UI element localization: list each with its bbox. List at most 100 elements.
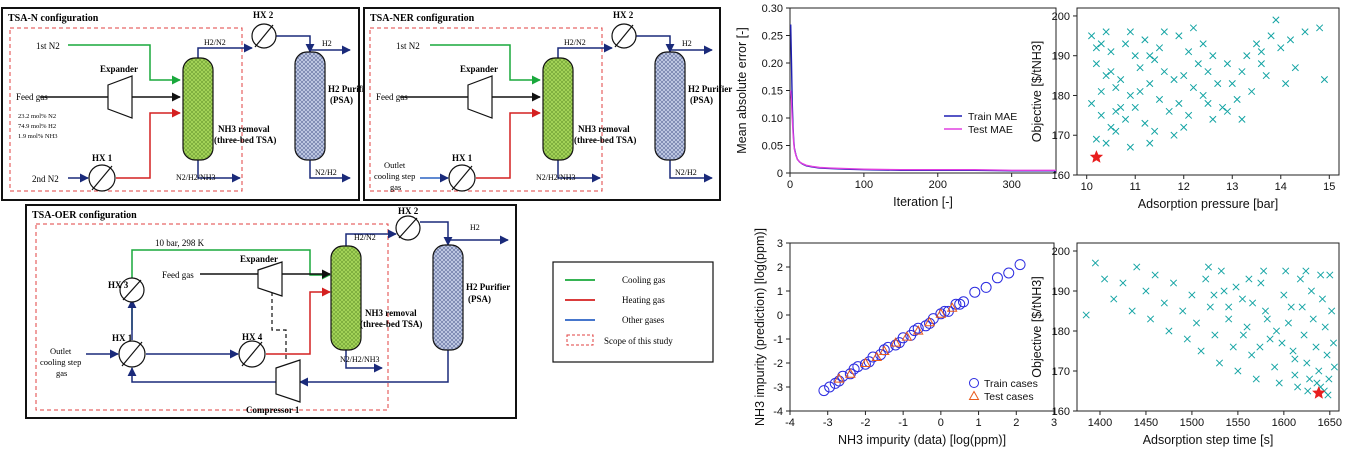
- y-tick-label: -3: [773, 382, 783, 394]
- scatter-point: [1188, 291, 1196, 299]
- test-point: [833, 373, 845, 383]
- scatter-point: [1136, 64, 1144, 72]
- scatter-point: [1229, 343, 1237, 351]
- y-axis-label: Mean absolute error [-]: [735, 27, 749, 153]
- label-h2n2: H2/N2: [354, 233, 376, 242]
- label-compressor: Compressor 1: [246, 405, 300, 415]
- label-hx2: HX 2: [398, 206, 419, 216]
- label-nh3-removal: NH3 removal: [578, 124, 630, 134]
- x-tick-label: 1500: [1180, 417, 1204, 429]
- label-three-bed: (three-bed TSA): [574, 135, 636, 145]
- label-hx3: HX 3: [108, 280, 129, 290]
- x-tick-label: 2: [1013, 417, 1019, 429]
- legend-label: Test MAE: [968, 124, 1013, 136]
- y-tick-label: 180: [1052, 90, 1070, 102]
- scatter-point: [1155, 95, 1164, 104]
- scatter-point: [1088, 99, 1096, 107]
- scatter-point: [1155, 44, 1164, 52]
- train-point: [1014, 259, 1026, 271]
- expander-icon: [467, 75, 493, 119]
- scatter-point: [1107, 68, 1115, 76]
- plot-frame: [789, 7, 1057, 174]
- scatter-point: [1112, 107, 1120, 115]
- train-point: [980, 281, 992, 293]
- x-tick-label: 0: [938, 417, 944, 429]
- scatter-point: [1272, 327, 1281, 335]
- label-h2n2: H2/N2: [204, 38, 226, 47]
- scatter-point: [1312, 343, 1320, 351]
- scatter-point: [1151, 271, 1159, 279]
- scatter-point: [1170, 131, 1178, 139]
- scatter-point: [1107, 48, 1115, 56]
- label-comp: 1.9 mol% NH3: [18, 133, 58, 140]
- scatter-point: [1249, 299, 1257, 307]
- label-h2: H2: [322, 39, 332, 48]
- optimum-star-icon: [1089, 150, 1104, 163]
- scatter-point: [1110, 295, 1118, 303]
- scatter-point: [1217, 267, 1225, 275]
- legend-label: Heating gas: [622, 295, 665, 305]
- scope-box: [369, 27, 603, 192]
- y-tick-label: 0: [777, 168, 783, 180]
- scatter-point: [1112, 83, 1120, 92]
- scatter-point: [1097, 40, 1105, 48]
- label-outlet: Outlet: [50, 346, 72, 356]
- scatter-point: [1307, 287, 1315, 295]
- label-outlet: cooling step: [40, 357, 81, 367]
- legend-swatch-scope: [566, 334, 594, 346]
- x-tick-label: -3: [823, 417, 833, 429]
- x-tick-label: 10: [1081, 181, 1093, 193]
- scatter-point: [1151, 56, 1159, 64]
- y-tick-label: 190: [1052, 286, 1070, 298]
- scatter-point: [1302, 267, 1310, 275]
- y-tick-label: 200: [1052, 246, 1070, 258]
- scatter-point: [1300, 331, 1308, 339]
- x-tick-label: -4: [785, 417, 795, 429]
- scatter-point: [1225, 303, 1233, 311]
- scatter-point: [1223, 107, 1231, 115]
- scatter-point: [1257, 279, 1265, 287]
- scatter-point: [1121, 40, 1130, 48]
- scatter-point: [1097, 87, 1105, 96]
- scatter-point: [1291, 64, 1299, 72]
- scatter-point: [1282, 267, 1290, 275]
- label-expander: Expander: [100, 64, 138, 74]
- tsa-n-title: TSA-N configuration: [8, 13, 99, 24]
- scatter-point: [1160, 68, 1168, 76]
- test-point: [935, 308, 947, 318]
- scatter-point: [1211, 331, 1219, 339]
- scatter-point: [1126, 143, 1134, 151]
- y-tick-label: 1: [777, 286, 783, 298]
- scatter-point: [1321, 323, 1329, 331]
- x-tick-label: 1: [976, 417, 982, 429]
- label-purifier: H2 Purifier: [466, 282, 510, 292]
- legend-label: Scope of this study: [604, 336, 673, 346]
- label-comp: 74.9 mol% H2: [18, 123, 56, 130]
- scatter-point: [1112, 127, 1120, 135]
- scatter-point: [1146, 315, 1155, 323]
- x-tick-label: 0: [787, 179, 793, 191]
- label-h2: H2: [470, 223, 480, 232]
- x-tick-label: 11: [1130, 181, 1141, 193]
- scatter-point: [1092, 60, 1100, 68]
- scatter-point: [1097, 111, 1105, 119]
- scatter-point: [1262, 72, 1270, 80]
- train-point: [954, 298, 966, 310]
- scatter-point: [1141, 119, 1149, 127]
- y-tick-label: 2: [777, 262, 783, 274]
- scatter-point: [1180, 72, 1188, 80]
- scatter-point: [1266, 335, 1274, 343]
- scatter-point: [1209, 115, 1217, 123]
- label-expander: Expander: [460, 64, 498, 74]
- scatter-point: [1248, 87, 1256, 96]
- test-point: [912, 325, 924, 335]
- scatter-point: [1233, 95, 1241, 104]
- scatter-point: [1128, 307, 1136, 315]
- compressor-icon: [275, 359, 301, 403]
- scatter-point: [1277, 44, 1285, 52]
- label-n2-2: 2nd N2: [32, 174, 59, 184]
- scatter-point: [1146, 139, 1154, 147]
- scatter-point: [1248, 351, 1256, 359]
